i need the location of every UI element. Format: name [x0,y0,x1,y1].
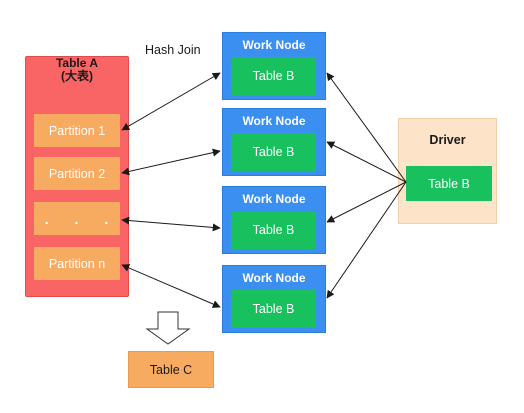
arrow-driver-work-node-2 [326,141,407,183]
work-node-1-label: Work Node [242,38,306,52]
down-arrow-icon [145,311,191,345]
arrow-driver-work-node-3 [326,181,407,223]
arrow-partition-n-work-node-4 [121,264,221,308]
table-c: Table C [128,351,214,388]
work-node-1-table-b: Table B [231,57,316,95]
work-node-2-label: Work Node [242,114,306,128]
driver-label: Driver [429,133,466,147]
work-node-4-label: Work Node [242,271,306,285]
hash-join-label: Hash Join [145,43,201,57]
arrow-ellipsis-work-node-3 [121,216,221,232]
table-a-subtitle: (大表) [61,69,93,83]
work-node-3-table-b: Table B [231,211,316,249]
arrow-driver-work-node-4 [326,181,407,299]
work-node-4-table-b: Table B [231,290,316,328]
arrow-driver-work-node-1 [326,72,407,183]
table-a-name: Table A [55,56,98,70]
work-node-2-table-b: Table B [231,133,316,171]
work-node-3-label: Work Node [242,192,306,206]
partition-ellipsis: . . . [34,202,120,235]
table-a-title: Table A (大表) [25,57,129,83]
arrow-partition-2-work-node-2 [121,148,221,176]
arrow-partition-1-work-node-1 [121,72,221,131]
partition-1: Partition 1 [34,114,120,147]
partition-2: Partition 2 [34,157,120,190]
driver-table-b: Table B [406,166,492,201]
partition-n: Partition n [34,247,120,280]
